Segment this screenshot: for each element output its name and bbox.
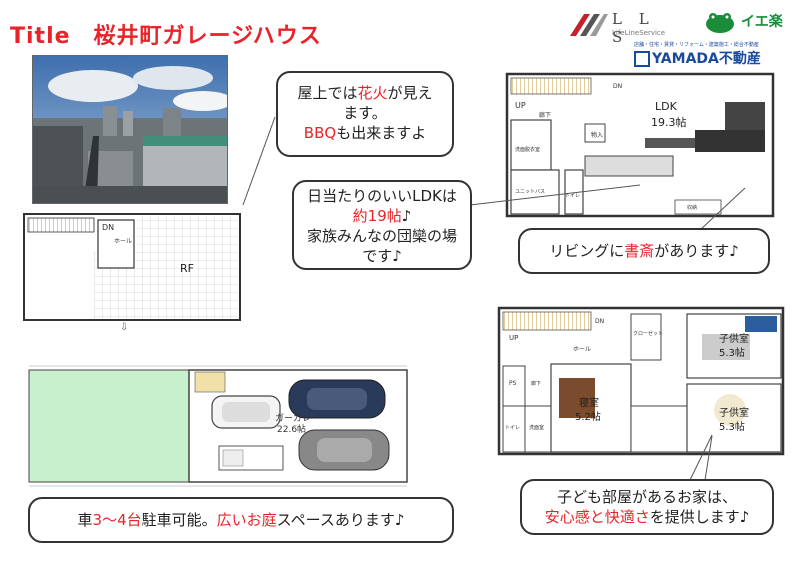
third-floor-plan: UP DN ホール クローゼット 子供室 5.3帖 子供室 5.3帖 寝室 5.… [497, 306, 785, 456]
kids-text-1: 子ども部屋があるお家は、 [556, 488, 737, 506]
2f-corridor-label: 廊下 [539, 112, 552, 119]
3f-wash-label: 洗面室 [529, 425, 545, 431]
lls-logo: L L S LifeLineService [568, 10, 678, 46]
3f-dn-label: DN [595, 318, 605, 325]
roof-rf-label: RF [180, 262, 194, 275]
frog-icon [706, 13, 734, 33]
page-title: Title 桜井町ガレージハウス [10, 24, 322, 49]
rooftop-text-bbq: BBQ [303, 124, 337, 142]
roof-floor-plan: DN ホール RF [22, 212, 242, 322]
kids-text-2b: を提供します♪ [649, 508, 750, 526]
3f-up-label: UP [509, 334, 519, 342]
3f-toilet-label: トイレ [505, 425, 521, 431]
2f-wash-label: 洗面脱衣室 [515, 147, 541, 153]
lls-mark-icon [570, 14, 608, 36]
parking-text-garden: 広いお庭 [216, 511, 277, 529]
3f-hall-label: ホール [573, 346, 592, 353]
ldk-text-1: 日当たりのいいLDKは [307, 187, 457, 205]
2f-bath-label: ユニットバス [515, 189, 546, 195]
iera-logo: イエ楽 [704, 10, 783, 34]
3f-corridor-label: 廊下 [531, 381, 542, 387]
roof-hall-label: ホール [114, 238, 133, 245]
yamada-logo: YAMADA不動産 [634, 48, 761, 68]
3f-ps-label: PS [509, 380, 517, 387]
down-arrow-icon: ⇩ [120, 322, 129, 333]
parking-text-cars: 3～4台 [92, 511, 142, 529]
kids-room-2-label: 子供室 [719, 408, 749, 419]
kids-room-1-size: 5.3帖 [719, 348, 745, 359]
rooftop-text-1b: が見え [387, 84, 433, 102]
2f-closet-label: 収納 [687, 205, 698, 211]
study-text-b: があります♪ [654, 242, 739, 260]
garage-size: 22.6帖 [277, 425, 307, 435]
2f-up-label: UP [515, 101, 526, 110]
study-callout: リビングに書斎があります♪ [518, 228, 770, 274]
ldk-text-4: です♪ [362, 247, 402, 265]
kids-room-1-label: 子供室 [719, 334, 749, 345]
parking-text-b: 駐車可能。 [141, 511, 217, 529]
ldk-text-2b: ♪ [401, 207, 412, 225]
rooftop-text-2: ます。 [343, 104, 387, 122]
study-text-a: リビングに [549, 242, 625, 260]
parking-text-c: スペースあります♪ [276, 511, 405, 529]
yamada-name: YAMADA不動産 [652, 51, 761, 67]
ldk-size: 19.3帖 [651, 116, 687, 129]
ldk-text-size: 約19帖 [352, 207, 402, 225]
rooftop-callout: 屋上では花火が見え ます。 BBQも出来ますよ [276, 71, 454, 157]
bedroom-label: 寝室 [579, 398, 599, 409]
roof-dn-label: DN [102, 223, 115, 232]
2f-toilet-label: トイレ [565, 193, 581, 199]
2f-storage-label: 物入 [591, 132, 604, 139]
bedroom-size: 5.2帖 [575, 412, 601, 423]
3f-closet-label: クローゼット [633, 331, 664, 337]
ldk-text-3: 家族みんなの団欒の場 [306, 227, 457, 245]
kids-room-2-size: 5.3帖 [719, 422, 745, 433]
yamada-tagline: 店舗・住宅・賃貸・リフォーム・建築施工・総合不動産 [634, 42, 759, 48]
rooftop-view-photo [32, 55, 228, 204]
ground-floor-plan: ガーガレ 22.6帖 [27, 358, 409, 490]
kids-text-safety: 安心感と快適さ [544, 508, 650, 526]
parking-callout: 車3～4台駐車可能。広いお庭スペースあります♪ [28, 497, 454, 543]
lls-subtitle: LifeLineService [612, 29, 666, 37]
ldk-callout: 日当たりのいいLDKは 約19帖♪ 家族みんなの団欒の場 です♪ [292, 180, 472, 270]
study-text-study: 書斎 [624, 242, 655, 260]
rooftop-text-fireworks: 花火 [357, 84, 388, 102]
second-floor-plan: UP DN LDK 19.3帖 廊下 物入 洗面脱衣室 ユニットバス トイレ 収… [505, 72, 775, 218]
rooftop-text-1a: 屋上では [297, 84, 358, 102]
parking-text-a: 車 [77, 511, 93, 529]
rooftop-text-3b: も出来ますよ [336, 124, 427, 142]
2f-dn-label: DN [613, 83, 623, 90]
yamada-mark-icon [634, 51, 650, 67]
iera-name: イエ楽 [740, 14, 783, 30]
garage-label: ガーガレ [275, 414, 312, 424]
lls-name: L L S [612, 10, 655, 46]
ldk-label: LDK [655, 100, 677, 113]
kids-callout: 子ども部屋があるお家は、 安心感と快適さを提供します♪ [520, 479, 774, 535]
